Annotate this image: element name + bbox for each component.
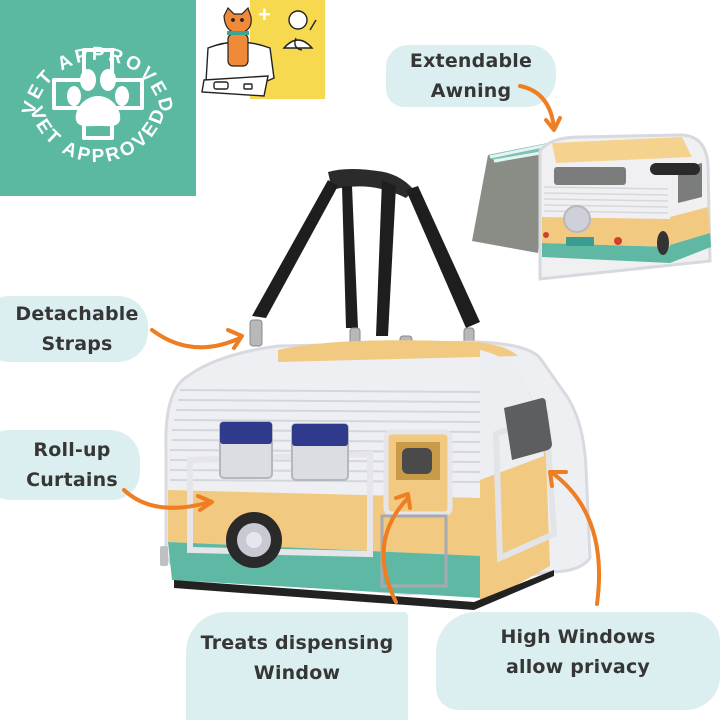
camper-carrier-bag-photo [150, 160, 600, 610]
strap-icon [252, 169, 480, 336]
callout-line: Window [253, 662, 341, 684]
callout-high-windows: High Windows allow privacy [436, 612, 720, 710]
paw-cross-icon: VET APPROVED VET APPROVED [19, 44, 175, 167]
callout-line: Awning [430, 80, 512, 102]
callout-line: Curtains [26, 469, 118, 491]
callout-line: allow privacy [505, 656, 650, 678]
callout-line: High Windows [500, 626, 656, 648]
extended-awning-carrier-photo [460, 125, 720, 285]
brand-tag [566, 237, 594, 246]
vet-approved-badge: VET APPROVED VET APPROVED [0, 0, 196, 196]
plus-sign: + [258, 2, 271, 27]
callout-line: Extendable [409, 50, 533, 72]
cat-icon [223, 6, 252, 67]
callout-line: Roll-up [33, 439, 111, 461]
callout-line: Straps [41, 333, 113, 355]
callout-line: Detachable [15, 303, 139, 325]
cat-vet-illustration: + [200, 0, 328, 100]
vet-icon [282, 10, 317, 51]
callout-line: Treats dispensing [200, 632, 394, 654]
